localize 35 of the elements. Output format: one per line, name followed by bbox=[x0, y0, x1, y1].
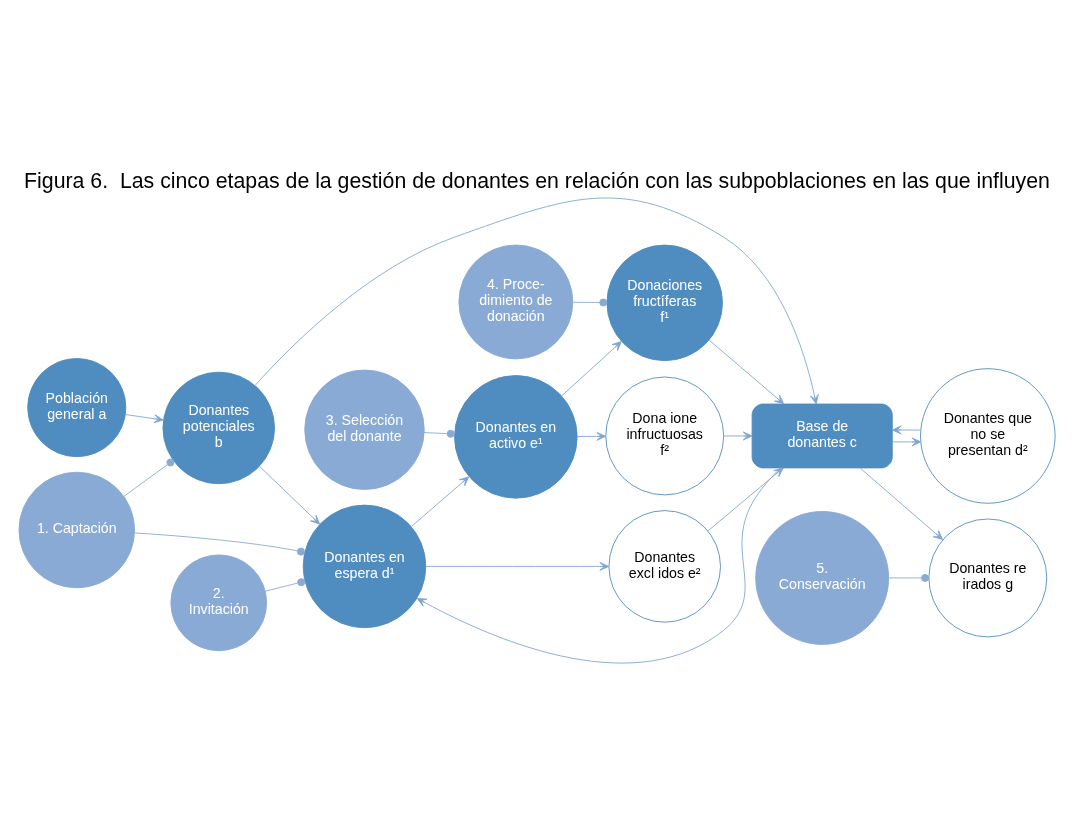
node-circle: Donaciones fructíferas f¹ bbox=[606, 244, 723, 362]
node-circle: Población general a bbox=[27, 358, 127, 458]
arrow bbox=[859, 467, 944, 540]
arrow bbox=[125, 414, 164, 424]
arrow bbox=[411, 476, 470, 527]
node-circle: 2. Invitación bbox=[170, 554, 268, 652]
arrow bbox=[891, 425, 922, 435]
arrow bbox=[561, 341, 622, 396]
node-circle: Donantes re irados g bbox=[928, 518, 1048, 638]
connector bbox=[888, 573, 930, 582]
arrow bbox=[254, 197, 819, 405]
connector bbox=[134, 532, 305, 556]
node-circle: 5. Conservación bbox=[755, 511, 890, 645]
arrow bbox=[707, 467, 784, 532]
node-circle: Donantes en activo e¹ bbox=[454, 375, 578, 499]
arrow bbox=[425, 561, 610, 571]
node-circle: Donantes excl idos e² bbox=[608, 510, 721, 623]
arrow bbox=[576, 431, 607, 441]
arrow bbox=[416, 467, 782, 664]
connector bbox=[423, 429, 455, 438]
node-circle: 1. Captación bbox=[18, 471, 136, 589]
node-circle: Donantes potenciales b bbox=[162, 371, 275, 485]
node-box: Base de donantes c bbox=[751, 403, 893, 469]
arrow bbox=[891, 437, 922, 447]
arrow bbox=[708, 339, 785, 405]
connector bbox=[123, 458, 175, 497]
node-circle: Dona ione infructuosas f² bbox=[605, 376, 725, 496]
arrow bbox=[259, 466, 321, 525]
node-circle: Donantes que no se presentan d² bbox=[920, 368, 1056, 504]
connector bbox=[264, 578, 306, 592]
node-circle: 3. Selección del donante bbox=[304, 369, 425, 490]
connector bbox=[572, 298, 608, 307]
arrow bbox=[723, 431, 753, 441]
node-circle: 4. Proce- dimiento de donación bbox=[458, 244, 574, 360]
diagram-title: Figura 6. Las cinco etapas de la gestión de donantes en relación con las subpoblaciones en las que influyen bbox=[24, 169, 1050, 194]
